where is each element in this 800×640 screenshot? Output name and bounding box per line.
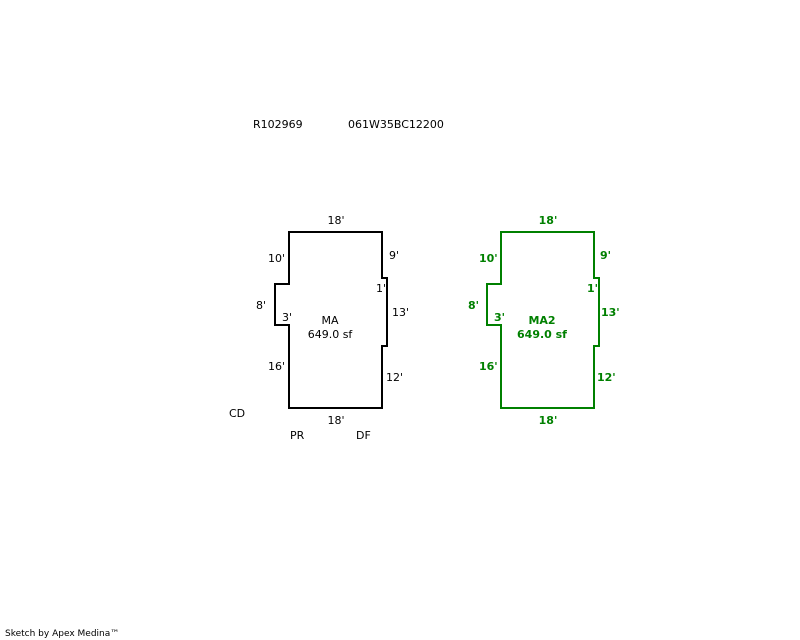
- dim-left-jog: 3': [494, 311, 506, 324]
- dim-right-middle: 13': [392, 306, 410, 319]
- dim-right-lower: 12': [597, 371, 616, 384]
- dim-bottom: 18': [538, 414, 558, 427]
- dim-top: 18': [538, 214, 558, 227]
- dim-bottom: 18': [327, 414, 345, 427]
- dim-left-upper: 10': [268, 252, 286, 265]
- dim-right-upper: 9': [600, 249, 612, 262]
- dim-left-lower: 16': [479, 360, 498, 373]
- dim-right-jog: 1': [587, 282, 599, 295]
- code-cd: CD: [229, 407, 246, 420]
- code-df: DF: [356, 429, 371, 442]
- dim-left-upper: 10': [479, 252, 498, 265]
- dim-right-upper: 9': [389, 249, 400, 262]
- map-number: 061W35BC12200: [348, 118, 444, 131]
- ma2-outline: [486, 231, 600, 409]
- dim-right-jog: 1': [376, 282, 387, 295]
- ma-outline: [274, 231, 388, 409]
- area-label: MA2: [528, 314, 556, 327]
- footer-credit: Sketch by Apex Medina™: [5, 629, 120, 639]
- dim-right-lower: 12': [386, 371, 404, 384]
- area-size: 649.0 sf: [307, 328, 353, 341]
- area-size: 649.0 sf: [517, 328, 567, 341]
- area-label: MA: [321, 314, 339, 327]
- dim-top: 18': [327, 214, 345, 227]
- dim-left-middle: 8': [256, 299, 267, 312]
- code-pr: PR: [290, 429, 305, 442]
- dim-left-jog: 3': [282, 311, 293, 324]
- dim-right-middle: 13': [601, 306, 620, 319]
- dim-left-lower: 16': [268, 360, 286, 373]
- record-id: R102969: [253, 118, 303, 131]
- dim-left-middle: 8': [468, 299, 480, 312]
